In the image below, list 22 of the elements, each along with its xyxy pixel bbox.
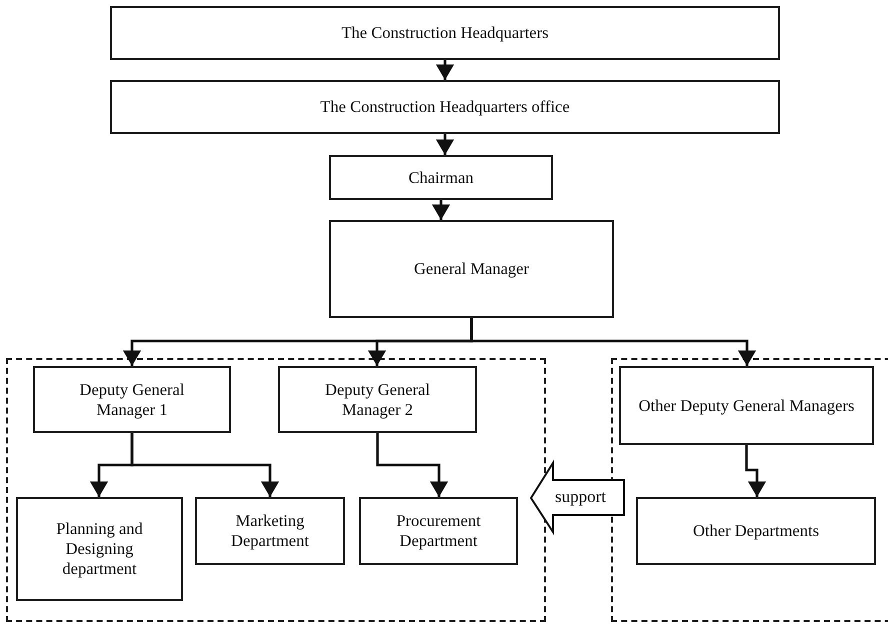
arrow — [436, 134, 454, 155]
dashed-group-frame — [6, 358, 546, 622]
org-unit-box: General Manager — [329, 220, 614, 318]
arrow — [436, 60, 454, 80]
dashed-group-frame — [611, 358, 888, 622]
arrow — [470, 318, 756, 366]
arrow — [376, 433, 448, 497]
org-unit-box: Procurement Department — [359, 497, 518, 565]
arrow — [432, 200, 450, 220]
org-unit-box: Chairman — [329, 155, 553, 200]
org-unit-box: Planning and Designing department — [16, 497, 183, 601]
edge-label: support — [555, 487, 606, 507]
org-unit-box: Other Departments — [636, 497, 876, 565]
arrow — [745, 445, 766, 497]
org-unit-box: The Construction Headquarters office — [110, 80, 780, 134]
org-unit-box: Marketing Department — [195, 497, 345, 565]
org-unit-box: Other Deputy General Managers — [619, 366, 874, 445]
org-unit-box: Deputy General Manager 1 — [33, 366, 231, 433]
org-unit-box: Deputy General Manager 2 — [278, 366, 477, 433]
block-arrow — [530, 460, 625, 536]
arrow — [130, 433, 280, 497]
org-unit-box: The Construction Headquarters — [110, 6, 780, 60]
